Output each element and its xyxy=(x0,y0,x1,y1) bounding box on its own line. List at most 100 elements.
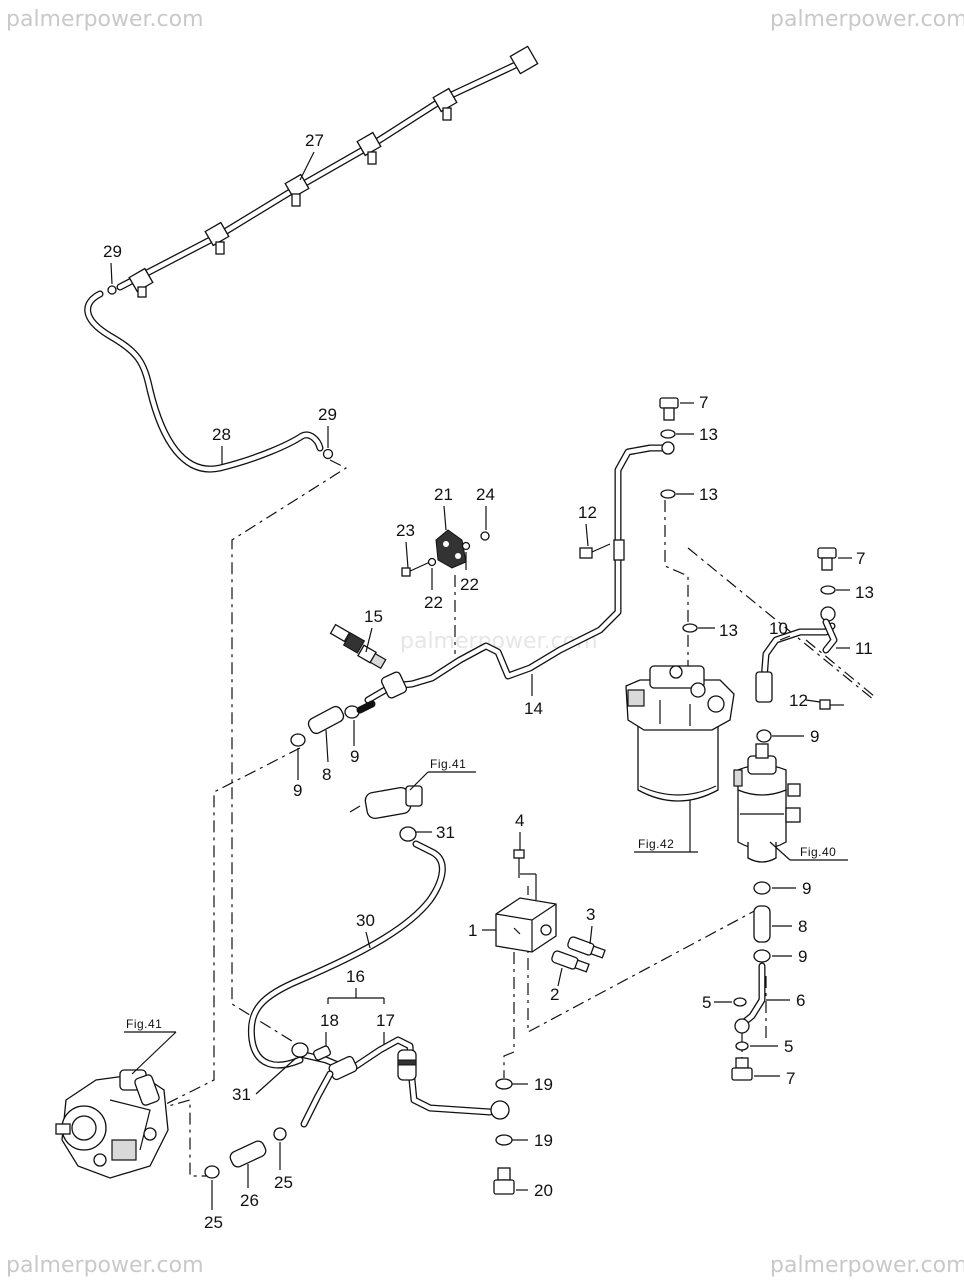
callout-31-lower: 31 xyxy=(232,1085,251,1104)
clip-31-upper xyxy=(399,826,417,842)
callout-9-a: 9 xyxy=(350,747,359,766)
callout-8-right: 8 xyxy=(798,917,807,936)
pipe-17-connector xyxy=(397,1049,417,1081)
callout-15: 15 xyxy=(364,607,383,626)
callout-4: 4 xyxy=(515,811,524,830)
clip-29-lower xyxy=(322,448,334,460)
washer-13-b xyxy=(660,489,676,499)
clip-31-lower xyxy=(291,1042,309,1058)
nut-24 xyxy=(480,531,490,541)
pipe-clamp-21 xyxy=(435,529,467,569)
callout-7-right: 7 xyxy=(856,549,865,568)
watermark-top-right: palmerpower.com xyxy=(770,7,964,32)
watermark-top-left: palmerpower.com xyxy=(6,7,204,32)
washer-22-a xyxy=(427,557,437,567)
fig-ref-40: Fig.40 xyxy=(800,845,836,859)
callout-12-right: 12 xyxy=(789,691,808,710)
callout-6: 6 xyxy=(796,991,805,1010)
callout-20: 20 xyxy=(534,1181,553,1200)
connector-3 xyxy=(567,936,606,959)
callout-25-left: 25 xyxy=(204,1213,223,1232)
hose-8-right xyxy=(753,905,771,943)
callout-31-upper: 31 xyxy=(436,823,455,842)
callout-30: 30 xyxy=(356,911,375,930)
connector-2 xyxy=(551,950,590,973)
callout-8-left: 8 xyxy=(322,765,331,784)
callout-22-b: 22 xyxy=(460,575,479,594)
callout-27: 27 xyxy=(305,131,324,150)
callout-17: 17 xyxy=(376,1011,395,1030)
leak-off-rail xyxy=(116,45,539,298)
rail-end-left xyxy=(128,267,154,298)
callout-23: 23 xyxy=(396,521,415,540)
dash-rail-to-pump xyxy=(231,459,348,1047)
callout-19-upper: 19 xyxy=(534,1075,553,1094)
clip-9-right-low xyxy=(753,949,771,963)
callout-9-c: 9 xyxy=(810,727,819,746)
banjo-fitting-top xyxy=(661,441,675,455)
washer-13-c xyxy=(682,623,698,633)
washer-13-d xyxy=(820,585,836,595)
banjo-bolt-7-right xyxy=(817,547,837,571)
callout-5-upper: 5 xyxy=(702,993,711,1012)
callout-9-b: 9 xyxy=(293,781,302,800)
watermark-bottom-left: palmerpower.com xyxy=(6,1253,204,1278)
banjo-bolt-7-top xyxy=(659,397,679,421)
rail-end-right xyxy=(509,45,539,75)
callout-1: 1 xyxy=(468,921,477,940)
fig-ref-42: Fig.42 xyxy=(638,837,674,851)
callout-24: 24 xyxy=(476,485,495,504)
fuel-pipe-14 xyxy=(364,444,672,704)
washer-19-upper xyxy=(495,1078,513,1090)
fuel-filter-assembly xyxy=(625,665,735,802)
callout-10: 10 xyxy=(769,619,788,638)
clip-9-lower-left xyxy=(290,733,306,747)
pipe-14-bracket xyxy=(613,539,625,561)
clip-9-right-mid xyxy=(753,881,771,895)
callout-2: 2 xyxy=(550,985,559,1004)
fuel-pipe-30 xyxy=(247,840,446,1069)
callout-9-e: 9 xyxy=(798,947,807,966)
banjo-bolt-20 xyxy=(493,1167,515,1195)
hose-26 xyxy=(229,1140,267,1168)
clip-9-upper-left xyxy=(344,705,360,719)
callout-7-bottom: 7 xyxy=(786,1069,795,1088)
callout-14: 14 xyxy=(524,699,543,718)
callout-16: 16 xyxy=(346,967,365,986)
fuel-block-1 xyxy=(495,897,557,953)
callout-9-d: 9 xyxy=(802,879,811,898)
callout-21: 21 xyxy=(434,485,453,504)
banjo-fitting-11 xyxy=(820,606,838,654)
washer-13-a xyxy=(660,429,676,439)
rail-tee-2 xyxy=(284,173,310,207)
callout-5-lower: 5 xyxy=(784,1037,793,1056)
water-separator-unit xyxy=(733,743,801,863)
callout-13-a: 13 xyxy=(699,425,718,444)
callout-26: 26 xyxy=(240,1191,259,1210)
washer-22-b xyxy=(461,541,471,551)
callout-7-top: 7 xyxy=(699,393,708,412)
bolt-23 xyxy=(401,561,431,577)
hose-8-left xyxy=(307,705,345,735)
bolt-4 xyxy=(513,849,525,878)
washer-5-upper xyxy=(733,997,747,1007)
callout-3: 3 xyxy=(586,905,595,924)
callout-11: 11 xyxy=(855,639,873,658)
clip-25-right xyxy=(273,1127,287,1141)
callout-12-upper: 12 xyxy=(578,503,597,522)
watermark-bottom-right: palmerpower.com xyxy=(770,1253,964,1278)
rail-tee-4 xyxy=(432,87,458,121)
callout-13-d: 13 xyxy=(855,583,874,602)
callout-18: 18 xyxy=(320,1011,339,1030)
rail-tee-3 xyxy=(356,131,382,165)
clip-25-left xyxy=(204,1165,220,1179)
rail-tee-1 xyxy=(204,221,230,255)
callout-29-upper: 29 xyxy=(103,242,122,261)
callout-19-lower: 19 xyxy=(534,1131,553,1150)
callout-25-right: 25 xyxy=(274,1173,293,1192)
pipe-17-small-hose xyxy=(300,1070,334,1128)
pipe-10-end xyxy=(755,671,773,703)
callout-29-lower: 29 xyxy=(318,405,337,424)
washer-5-lower xyxy=(735,1041,749,1051)
